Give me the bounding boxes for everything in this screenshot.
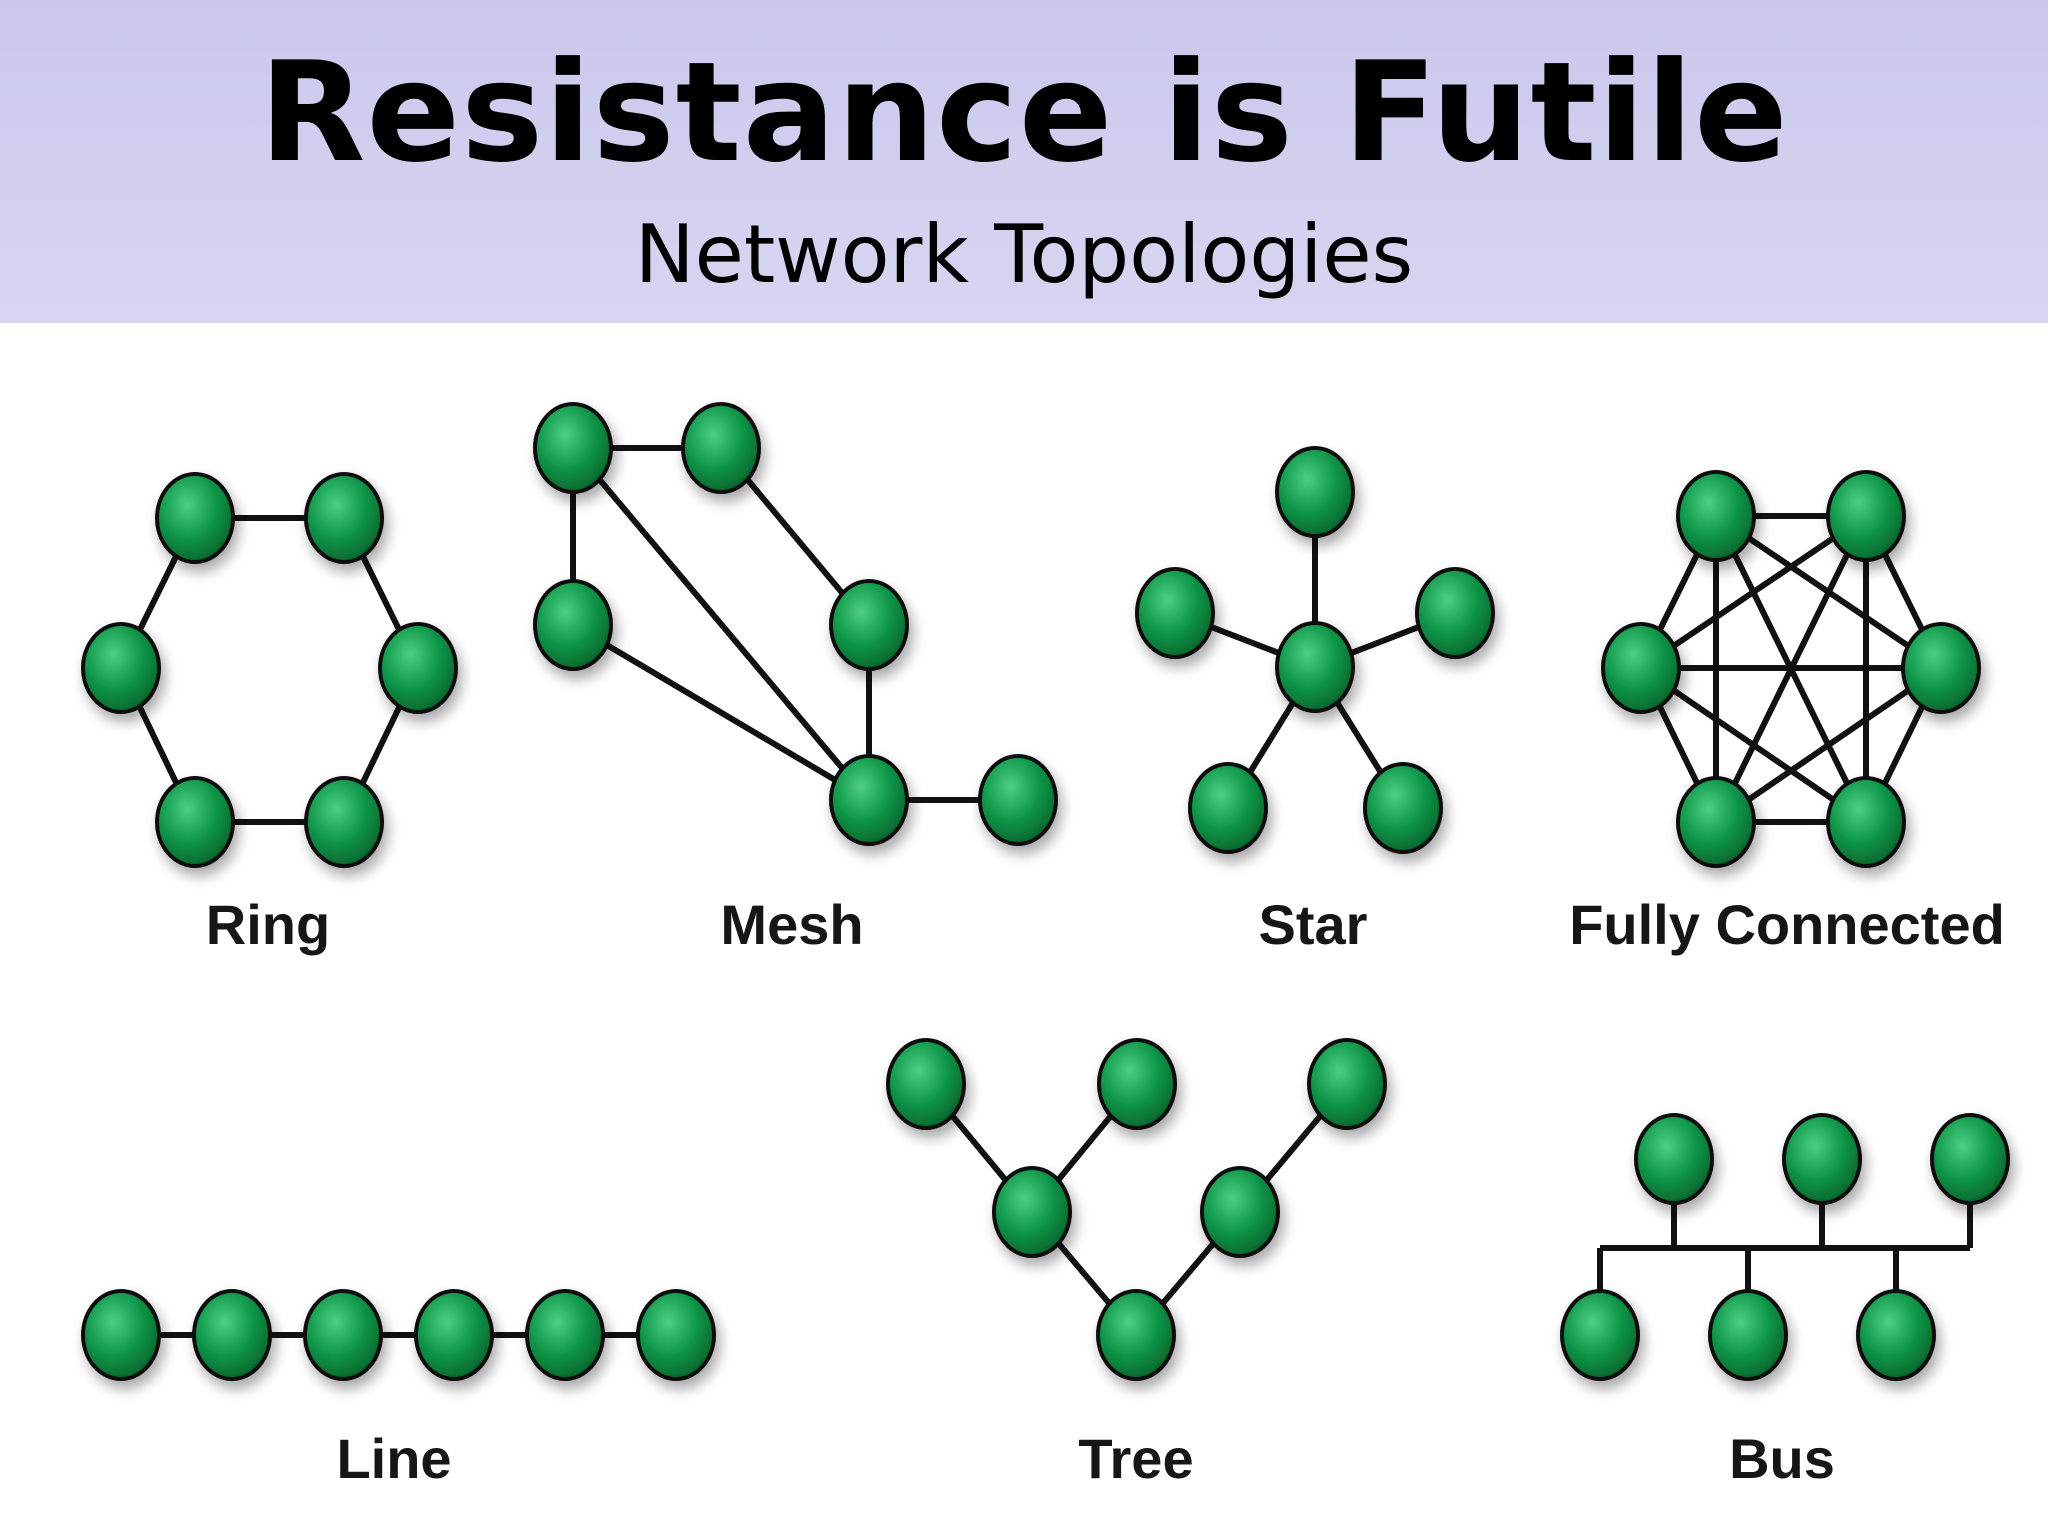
mesh-node bbox=[533, 579, 613, 671]
line-node bbox=[303, 1289, 383, 1381]
fully-connected-node bbox=[1901, 622, 1981, 714]
topology-star bbox=[1135, 446, 1495, 854]
mesh-node bbox=[829, 754, 909, 846]
star-node bbox=[1188, 762, 1268, 854]
topology-line bbox=[81, 1289, 716, 1381]
ring-node bbox=[155, 776, 235, 868]
fully-connected-edge bbox=[1639, 513, 1868, 671]
topology-bus bbox=[1560, 1113, 2010, 1381]
label-bus: Bus bbox=[1729, 1427, 1835, 1490]
bus-node bbox=[1930, 1113, 2010, 1205]
ring-node bbox=[155, 472, 235, 564]
tree-node bbox=[992, 1166, 1072, 1258]
ring-node bbox=[304, 472, 384, 564]
mesh-edge bbox=[571, 622, 871, 803]
line-node bbox=[192, 1289, 272, 1381]
star-node bbox=[1415, 567, 1495, 659]
line-node bbox=[525, 1289, 605, 1381]
tree-root-node bbox=[1096, 1289, 1176, 1381]
star-node bbox=[1275, 446, 1355, 538]
star-node bbox=[1135, 567, 1215, 659]
topology-ring bbox=[81, 472, 458, 868]
ring-node bbox=[378, 622, 458, 714]
topology-mesh bbox=[533, 402, 1058, 846]
fully-connected-edge bbox=[1714, 665, 1943, 825]
mesh-node bbox=[978, 754, 1058, 846]
tree-node bbox=[886, 1038, 966, 1130]
header-banner: Resistance is Futile Network Topologies bbox=[0, 0, 2048, 323]
bus-node bbox=[1856, 1289, 1936, 1381]
tree-node bbox=[1097, 1038, 1177, 1130]
fully-connected-node bbox=[1826, 776, 1906, 868]
star-hub-node bbox=[1275, 621, 1355, 713]
ring-node bbox=[81, 622, 161, 714]
label-tree: Tree bbox=[1078, 1427, 1193, 1490]
bus-node bbox=[1782, 1113, 1862, 1205]
label-star: Star bbox=[1259, 893, 1368, 956]
mesh-node bbox=[533, 402, 613, 494]
bus-node bbox=[1634, 1113, 1714, 1205]
mesh-node bbox=[681, 402, 761, 494]
tree-node bbox=[1307, 1038, 1387, 1130]
star-node bbox=[1363, 762, 1443, 854]
page-title: Resistance is Futile bbox=[259, 32, 1789, 193]
fully-connected-node bbox=[1601, 622, 1681, 714]
label-fully-connected: Fully Connected bbox=[1569, 893, 2005, 956]
fully-connected-edge bbox=[1639, 665, 1868, 825]
line-node bbox=[81, 1289, 161, 1381]
label-ring: Ring bbox=[206, 893, 330, 956]
bus-node bbox=[1708, 1289, 1788, 1381]
topology-fully-connected bbox=[1601, 470, 1981, 868]
label-line: Line bbox=[336, 1427, 451, 1490]
mesh-node bbox=[829, 579, 909, 671]
label-mesh: Mesh bbox=[720, 893, 863, 956]
bus-node bbox=[1560, 1289, 1640, 1381]
line-node bbox=[414, 1289, 494, 1381]
topology-tree bbox=[886, 1038, 1387, 1381]
page-subtitle: Network Topologies bbox=[634, 208, 1414, 301]
mesh-edge bbox=[570, 446, 872, 802]
ring-node bbox=[304, 776, 384, 868]
fully-connected-node bbox=[1676, 470, 1756, 562]
line-node bbox=[636, 1289, 716, 1381]
fully-connected-node bbox=[1826, 470, 1906, 562]
tree-node bbox=[1200, 1166, 1280, 1258]
fully-connected-node bbox=[1676, 776, 1756, 868]
